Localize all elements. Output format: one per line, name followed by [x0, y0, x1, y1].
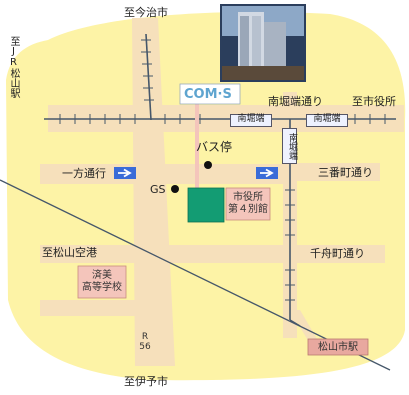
matsuyamashi-station-box: [307, 338, 369, 356]
city-office-annex-label: 市役所 第４別館: [228, 192, 268, 215]
to-imabari-label: 至今治市: [124, 6, 168, 19]
senfunecho-dori-label: 千舟町通り: [310, 247, 365, 260]
bus-stop-label: バス停: [196, 140, 233, 154]
minamihoribata-stop-label-2: 南堀端: [306, 114, 348, 127]
one-way-road: [40, 164, 295, 184]
to-iyo-label: 至伊予市: [124, 375, 168, 388]
coms-label: COM·S: [184, 87, 232, 102]
to-city-office-label: 至市役所: [352, 95, 396, 108]
tram-ties: [59, 39, 386, 301]
senfunecho-road: [40, 245, 385, 263]
matsuyamashi-station-label: 松山市駅: [318, 342, 358, 353]
south-road: [40, 300, 145, 316]
minamihoribata-stop-label: 南堀端: [230, 114, 272, 127]
saibi-high-school-box: [77, 265, 127, 299]
city-office-annex-building: [187, 187, 225, 223]
one-way-arrow-icon-2: [256, 167, 278, 179]
sanbancho-dori-label: 三番町通り: [318, 166, 373, 179]
coms-box: [179, 83, 241, 105]
gas-station-label: GS: [150, 183, 166, 196]
to-jr-matsuyama-label: 至JR松山駅: [8, 36, 19, 98]
building-photo: [220, 4, 306, 82]
route-56-sign: R 56: [139, 332, 151, 353]
one-way-label: 一方通行: [62, 167, 106, 180]
station-access-road: [290, 310, 320, 344]
city-office-annex-box: [225, 187, 271, 221]
saibi-high-school-label: 済美 高等学校: [82, 270, 122, 293]
bus-stop-marker-icon: [204, 161, 212, 169]
minamihoribata-dori-label: 南堀端通り: [268, 95, 323, 108]
diagonal-railway: [0, 179, 391, 371]
one-way-arrow-icon: [114, 167, 136, 179]
to-airport-label: 至松山空港: [42, 246, 97, 259]
minamihoribata-vertical-label: 南堀端: [282, 128, 297, 164]
sanbancho-road: [290, 163, 380, 181]
gas-station-marker-icon: [171, 185, 179, 193]
